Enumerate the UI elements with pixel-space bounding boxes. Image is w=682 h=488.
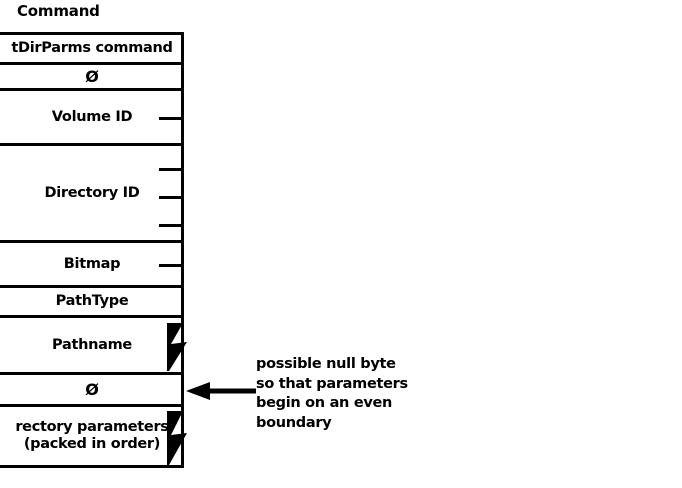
field-label-directory-id: Directory ID xyxy=(44,184,140,201)
byte-boundary-tick-icon xyxy=(159,196,181,199)
table-row: Pathname xyxy=(0,318,187,375)
callout-annotation-text: possible null byte so that parameters be… xyxy=(256,356,408,431)
table-row: Ø xyxy=(0,375,181,407)
field-label-pathname: Pathname xyxy=(52,336,132,353)
field-label-bitmap: Bitmap xyxy=(63,255,121,272)
table-row: Volume ID xyxy=(0,91,181,146)
table-row: rectory parameters (packed in order) xyxy=(0,407,187,468)
diagram-title: Command xyxy=(17,2,100,20)
table-row: Directory ID xyxy=(0,146,181,243)
byte-boundary-tick-icon xyxy=(159,264,181,267)
table-row: Ø xyxy=(0,65,181,91)
field-label-volume-id: Volume ID xyxy=(51,108,133,125)
callout-arrow-icon xyxy=(184,380,256,402)
variable-length-break-icon xyxy=(163,322,197,372)
table-row: PathType xyxy=(0,288,181,318)
field-label-path-type: PathType xyxy=(55,293,129,309)
field-label-pad-zero-2: Ø xyxy=(85,380,99,399)
packet-field-table: tDirParms command Ø Volume ID Directory … xyxy=(0,32,187,468)
table-row: tDirParms command xyxy=(0,35,181,65)
byte-boundary-tick-icon xyxy=(159,117,181,120)
table-row: Bitmap xyxy=(0,243,181,288)
byte-boundary-tick-icon xyxy=(159,168,181,171)
field-label-pad-zero-1: Ø xyxy=(85,67,99,86)
field-label-directory-parameters: rectory parameters (packed in order) xyxy=(15,419,169,452)
byte-boundary-tick-icon xyxy=(159,224,181,227)
field-label-command-code: tDirParms command xyxy=(11,40,173,56)
